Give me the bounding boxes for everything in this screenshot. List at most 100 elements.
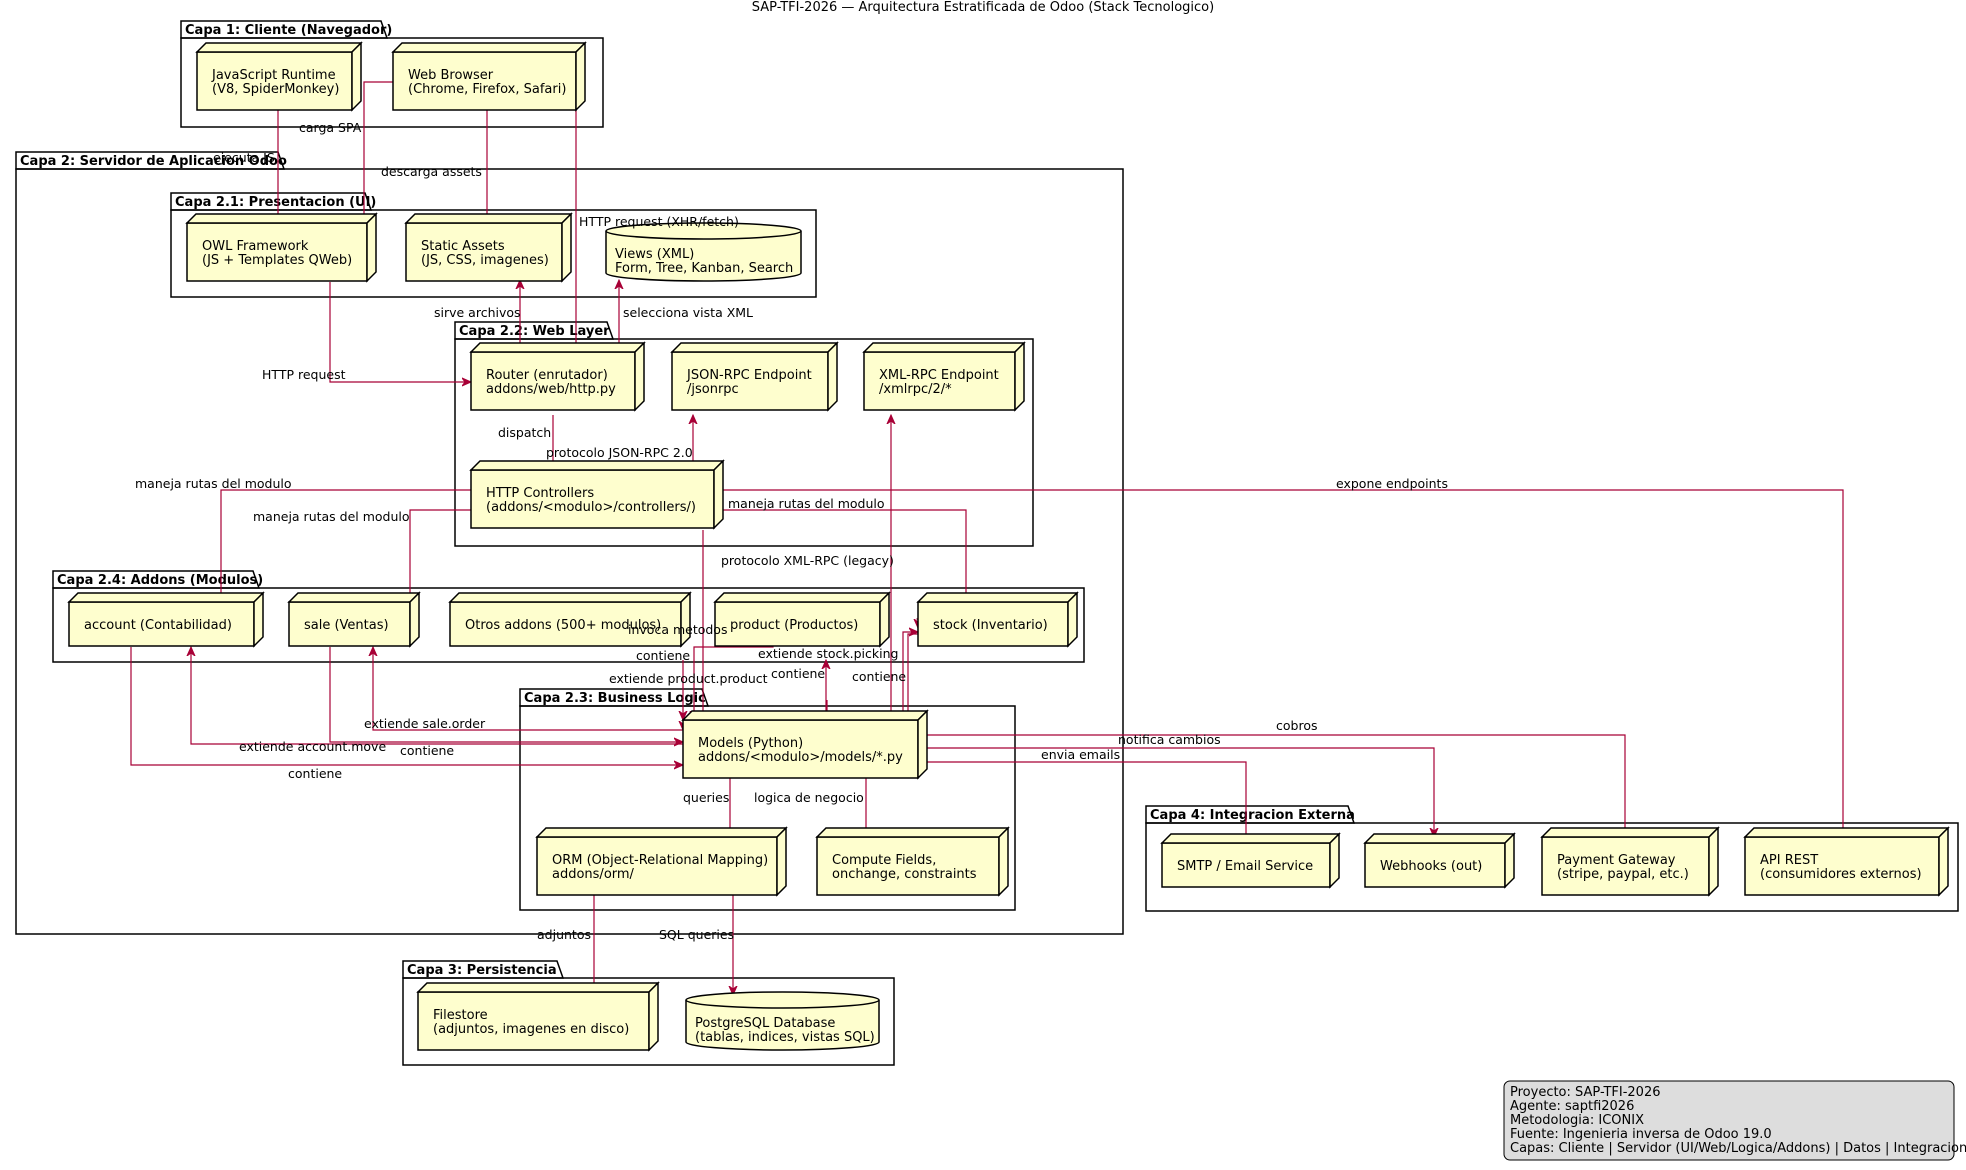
edge-label-expone-endpoints: expone endpoints	[1336, 476, 1448, 491]
edge-label-extiende-stock: extiende stock.picking	[758, 646, 898, 661]
node-label: Otros addons (500+ modulos)	[465, 618, 661, 633]
node-label: HTTP Controllers	[486, 486, 594, 501]
edge-label-extiende-account: extiende account.move	[239, 739, 386, 754]
package-addons: Capa 2.4: Addons (Modulos)	[52, 570, 1085, 663]
node-label: stock (Inventario)	[933, 618, 1048, 633]
node-js: JavaScript Runtime(V8, SpiderMonkey)	[195, 41, 363, 112]
edge-label-contiene-4: contiene	[400, 743, 454, 758]
node-postgres: PostgreSQL Database(tablas, indices, vis…	[685, 991, 880, 1051]
edge-label-contiene-5: contiene	[288, 766, 342, 781]
edge-label-queries: queries	[683, 790, 729, 805]
edge-28	[918, 747, 1434, 837]
node-compute: Compute Fields,onchange, constraints	[815, 826, 1010, 897]
package-cliente: Capa 1: Cliente (Navegador)	[180, 20, 604, 128]
node-jsonrpc: JSON-RPC Endpoint/jsonrpc	[670, 341, 839, 412]
legend-line-2: Agente: saptfi2026	[1510, 1099, 1634, 1114]
node-label: (JS, CSS, imagenes)	[421, 253, 549, 268]
node-label: addons/web/http.py	[486, 382, 616, 397]
node-label: Web Browser	[408, 68, 494, 83]
package-integracion: Capa 4: Integracion Externa	[1145, 805, 1959, 912]
node-label: (addons/<modulo>/controllers/)	[486, 500, 696, 515]
edge-label-cobros: cobros	[1276, 718, 1317, 733]
edge-label-protocolo-json: protocolo JSON-RPC 2.0	[546, 445, 693, 460]
node-label: Compute Fields,	[832, 853, 936, 868]
node-owl: OWL Framework(JS + Templates QWeb)	[185, 212, 378, 283]
edge-26	[130, 647, 683, 765]
legend-line-5: Capas: Cliente | Servidor (UI/Web/Logica…	[1510, 1141, 1966, 1156]
node-label: JavaScript Runtime	[211, 68, 336, 83]
edge-label-contiene-3: contiene	[852, 669, 906, 684]
edge-label-ejecuta-js: ejecuta JS	[213, 150, 275, 165]
edge-label-rutas-3: maneja rutas del modulo	[728, 496, 885, 511]
package-web: Capa 2.2: Web Layer	[454, 321, 1034, 547]
edge-label-logica: logica de negocio	[754, 790, 864, 805]
node-label: XML-RPC Endpoint	[879, 368, 999, 383]
package-servidor: Capa 2: Servidor de Aplicacion Odoo	[15, 151, 1124, 935]
node-label: Filestore	[433, 1008, 488, 1023]
node-label: (consumidores externos)	[1760, 867, 1922, 882]
node-label: ORM (Object-Relational Mapping)	[552, 853, 768, 868]
package-title: Capa 2.4: Addons (Modulos)	[57, 573, 263, 588]
edge-24	[329, 647, 683, 742]
edge-1	[364, 81, 393, 223]
node-label: Models (Python)	[698, 736, 803, 751]
edge-label-selecciona-vista: selecciona vista XML	[623, 305, 753, 320]
node-webhooks: Webhooks (out)	[1363, 832, 1516, 889]
legend-line-3: Metodologia: ICONIX	[1510, 1113, 1644, 1128]
node-label: Static Assets	[421, 239, 505, 254]
node-label: product (Productos)	[730, 618, 858, 633]
node-stock: stock (Inventario)	[916, 591, 1079, 648]
edge-label-contiene-2: contiene	[771, 666, 825, 681]
node-account: account (Contabilidad)	[67, 591, 265, 648]
node-payment: Payment Gateway(stripe, paypal, etc.)	[1540, 826, 1720, 897]
edge-label-descarga-assets: descarga assets	[381, 164, 482, 179]
node-smtp: SMTP / Email Service	[1160, 832, 1341, 889]
edge-label-notifica: notifica cambios	[1118, 732, 1221, 747]
node-label: PostgreSQL Database	[695, 1016, 835, 1031]
legend-line-4: Fuente: Ingenieria inversa de Odoo 19.0	[1510, 1127, 1772, 1142]
node-label: (stripe, paypal, etc.)	[1557, 867, 1689, 882]
node-label: account (Contabilidad)	[84, 618, 232, 633]
node-sale: sale (Ventas)	[287, 591, 421, 648]
edge-23	[373, 647, 683, 731]
node-label: API REST	[1760, 853, 1818, 868]
node-label: (V8, SpiderMonkey)	[212, 82, 339, 97]
edge-10	[410, 509, 473, 602]
node-orm: ORM (Object-Relational Mapping)addons/or…	[535, 826, 788, 897]
node-label: (Chrome, Firefox, Safari)	[408, 82, 566, 97]
node-controllers: HTTP Controllers(addons/<modulo>/control…	[469, 459, 725, 530]
package-title: Capa 2: Servidor de Aplicacion Odoo	[20, 154, 287, 169]
node-xmlrpc: XML-RPC Endpoint/xmlrpc/2/*	[862, 341, 1026, 412]
edge-11	[713, 509, 966, 602]
edge-label-rutas-2: maneja rutas del modulo	[253, 509, 410, 524]
node-label: (JS + Templates QWeb)	[202, 253, 352, 268]
edge-18	[907, 619, 918, 720]
node-browser: Web Browser(Chrome, Firefox, Safari)	[391, 41, 587, 112]
edge-label-extiende-sale: extiende sale.order	[364, 716, 486, 731]
edge-29	[918, 761, 1246, 843]
package-title: Capa 2.1: Presentacion (UI)	[175, 195, 376, 210]
edge-label-sql-queries: SQL queries	[659, 927, 734, 942]
package-title: Capa 2.2: Web Layer	[459, 324, 610, 339]
node-api: API REST(consumidores externos)	[1743, 826, 1950, 897]
node-label: sale (Ventas)	[304, 618, 389, 633]
node-views: Views (XML)Form, Tree, Kanban, Search	[605, 222, 802, 282]
legend-note: Proyecto: SAP-TFI-2026 Agente: saptfi202…	[1503, 1080, 1966, 1161]
node-models: Models (Python)addons/<modulo>/models/*.…	[681, 709, 929, 780]
nodes-layer: JavaScript Runtime(V8, SpiderMonkey) Web …	[67, 41, 1950, 1052]
edge-label-protocolo-xml: protocolo XML-RPC (legacy)	[721, 553, 894, 568]
edge-12	[713, 489, 1843, 837]
package-logic: Capa 2.3: Business Logic	[519, 688, 1016, 911]
node-label: /jsonrpc	[687, 382, 739, 397]
edge-27	[918, 734, 1625, 837]
node-label: Payment Gateway	[1557, 853, 1676, 868]
edge-label-http-xhr: HTTP request (XHR/fetch)	[579, 214, 739, 229]
edge-25	[191, 647, 683, 745]
node-label: /xmlrpc/2/*	[879, 382, 952, 397]
package-title: Capa 4: Integracion Externa	[1150, 808, 1355, 823]
node-filestore: Filestore(adjuntos, imagenes en disco)	[416, 981, 660, 1052]
node-label: Webhooks (out)	[1380, 859, 1482, 874]
edge-label-http-request: HTTP request	[262, 367, 346, 382]
